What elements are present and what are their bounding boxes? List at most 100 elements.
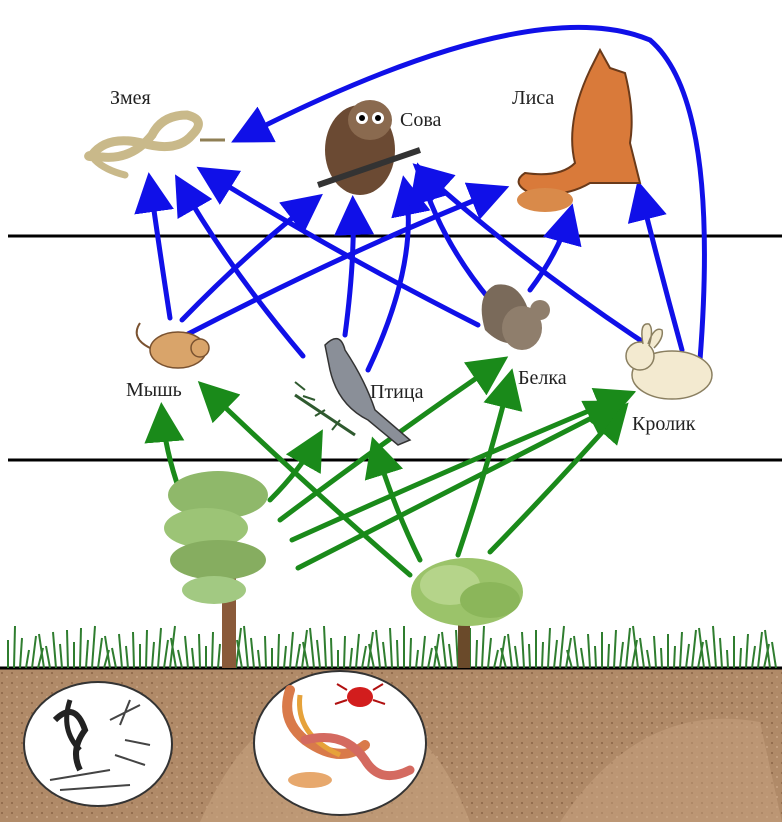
grass-blade <box>350 648 352 668</box>
grass-blade <box>218 644 220 668</box>
grass-blade <box>680 632 682 668</box>
grass-blade <box>574 636 578 668</box>
grass-blade <box>560 626 564 668</box>
grass-blade <box>178 650 182 668</box>
grass-blade <box>185 636 188 668</box>
grass-blade <box>581 648 584 668</box>
grass-blade <box>456 630 458 668</box>
grass-blade <box>284 646 286 668</box>
grass-blade <box>654 636 656 668</box>
grass-blade <box>199 634 200 668</box>
arrow-bird-to-owl <box>345 205 353 335</box>
grass-blade <box>356 634 359 668</box>
label-squirrel: Белка <box>518 367 567 389</box>
grass-blade <box>410 638 411 668</box>
grass-blade <box>390 628 392 668</box>
rabbit-icon <box>626 324 712 399</box>
grass-blade <box>46 646 50 668</box>
grass-blade <box>258 650 260 668</box>
grass-blade <box>92 626 95 668</box>
grass-blade <box>98 638 102 668</box>
grass-blade <box>278 634 279 668</box>
grass-blade <box>296 644 300 668</box>
grass-blade <box>508 634 512 668</box>
grass-blade <box>449 644 452 668</box>
grass-blade <box>442 632 446 668</box>
grass-blade <box>428 648 432 668</box>
tree-right <box>411 558 523 668</box>
grass-blade <box>86 640 88 668</box>
grass-blade <box>595 646 596 668</box>
grass-blade <box>752 646 755 668</box>
grass-blade <box>720 638 722 668</box>
label-mouse: Мышь <box>126 379 182 401</box>
grass-blade <box>324 626 326 668</box>
grass-blade <box>588 634 590 668</box>
grass-blade <box>212 632 213 668</box>
grass-blade <box>362 646 366 668</box>
grass-blade <box>706 640 710 668</box>
grass-blade <box>674 646 675 668</box>
grass-blade <box>317 640 320 668</box>
grass-blade <box>727 650 728 668</box>
label-fox: Лиса <box>512 87 554 109</box>
grass-blade <box>626 628 630 668</box>
grass-blade <box>515 646 518 668</box>
grass-blade <box>548 628 550 668</box>
grass-blade <box>422 636 425 668</box>
arrow-tree-right-to-squirrel <box>458 378 510 555</box>
grass-blade <box>26 650 29 668</box>
grass-blade <box>620 642 623 668</box>
grass-blade <box>476 640 477 668</box>
grass-blade <box>758 632 762 668</box>
grass-blade <box>192 648 194 668</box>
grass-blade <box>310 628 314 668</box>
grass-blade <box>661 648 662 668</box>
grass-blade <box>146 630 147 668</box>
grass-blade <box>80 628 81 668</box>
grass-blade <box>251 638 254 668</box>
grass-blade <box>554 640 557 668</box>
grass-blade <box>158 628 161 668</box>
arrow-tree-right-to-bird <box>375 446 420 560</box>
grass-blade <box>542 642 543 668</box>
label-bird: Птица <box>370 381 424 403</box>
grass-blade <box>344 636 345 668</box>
decomposers-circle-right <box>254 671 426 815</box>
grass-blade <box>112 648 116 668</box>
grass-blade <box>614 630 616 668</box>
grass-blade <box>126 646 128 668</box>
grass-blade <box>494 650 498 668</box>
grass-blade <box>397 640 398 668</box>
grass-blade <box>608 644 609 668</box>
grass-blade <box>488 638 491 668</box>
grass-blade <box>692 630 696 668</box>
grass-blade <box>133 632 134 668</box>
grass-blade <box>331 638 332 668</box>
grass-blade <box>640 638 644 668</box>
grass-blade <box>244 626 248 668</box>
grass-blade <box>32 636 36 668</box>
grass-blade <box>772 642 776 668</box>
grass-blade <box>529 644 530 668</box>
grass-blade <box>290 632 293 668</box>
grass-blade <box>522 632 524 668</box>
grass-blade <box>482 626 484 668</box>
label-snake: Змея <box>110 87 151 109</box>
grass-blade <box>265 636 266 668</box>
grass-blade <box>152 642 154 668</box>
arrow-rabbit-to-snake <box>240 27 704 360</box>
label-owl: Сова <box>400 109 442 131</box>
squirrel-icon <box>482 284 550 350</box>
grass-blade <box>119 634 122 668</box>
grass-blade <box>416 650 418 668</box>
grass-strip <box>8 626 776 668</box>
grass-blade <box>53 632 56 668</box>
label-rabbit: Кролик <box>632 413 696 435</box>
grass-blade <box>67 630 68 668</box>
grass-blade <box>164 640 168 668</box>
snake-icon <box>89 115 225 175</box>
tree-left <box>164 471 268 668</box>
arrow-tree-right-to-rabbit <box>490 410 622 552</box>
